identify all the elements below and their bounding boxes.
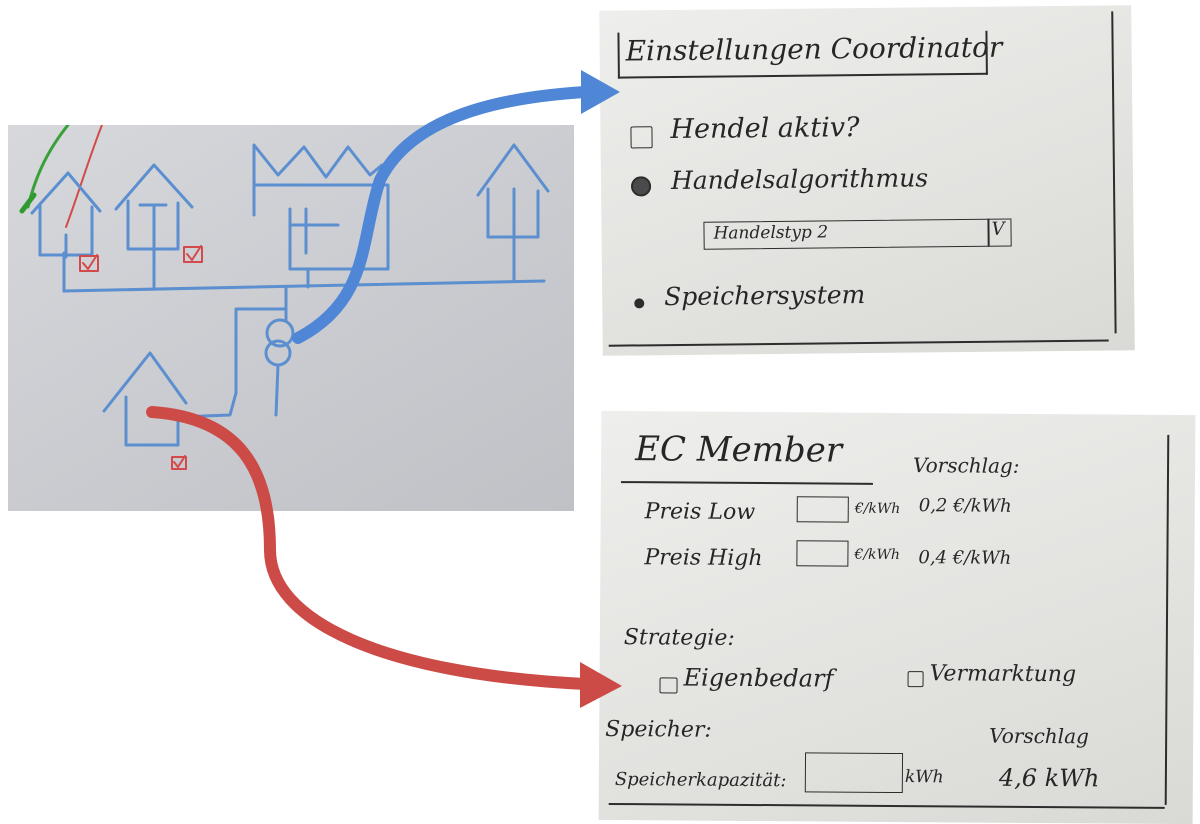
check-icon [183,246,203,263]
price-high-label: Preis High [644,545,763,572]
member-title-underline [620,481,873,485]
price-high-unit: €/kWh [854,546,901,564]
trade-active-checkbox[interactable] [630,126,653,149]
price-low-label: Preis Low [644,499,756,526]
price-low-suggestion: 0,2 €/kWh [918,495,1012,517]
price-high-input[interactable] [796,540,849,567]
marketing-checkbox[interactable] [907,671,924,688]
capacity-unit: kWh [904,767,944,788]
house-2-icon [114,163,194,253]
network-sketch-photo [8,125,574,511]
check-icon [79,255,99,272]
capacity-input[interactable] [804,752,904,794]
trade-active-label: Hendel aktiv? [670,112,860,146]
storage-system-radio[interactable] [634,298,645,309]
green-stroke-mark [19,192,37,214]
title-frame-right [985,30,988,75]
strategy-label: Strategie: [623,625,735,651]
select-divider [987,218,990,247]
marketing-label: Vermarktung [929,661,1077,688]
price-suggestion-header: Vorschlag: [912,453,1020,478]
price-low-input[interactable] [796,496,849,523]
price-low-unit: €/kWh [854,500,901,518]
storage-system-label: Speichersystem [664,280,866,312]
factory-icon [252,143,390,271]
sheet-frame-right [1111,11,1117,334]
own-use-label: Eigenbedarf [683,663,834,693]
red-stroke [65,125,103,228]
price-high-suggestion: 0,4 €/kWh [918,547,1012,569]
chevron-down-icon[interactable]: V [991,218,1005,240]
member-bottom-line [608,802,1165,809]
trade-algorithm-radio[interactable] [630,176,652,197]
sheet-frame-bottom [608,339,1109,347]
trade-algorithm-label: Handelsalgorithmus [670,163,929,196]
title-frame-bottom [617,72,988,79]
title-frame-left [617,32,620,79]
trade-type-value: Handelstyp 2 [713,222,829,244]
house-3-icon [102,351,238,447]
member-title: EC Member [635,429,843,471]
own-use-checkbox[interactable] [659,677,678,694]
ec-member-sheet: EC Member Vorschlag: Preis Low €/kWh 0,2… [598,410,1196,824]
coordinator-title: Einstellungen Coordinator [625,30,1003,68]
capacity-suggestion-header: Vorschlag [989,723,1089,749]
house-4-icon [476,143,550,267]
capacity-label: Speicherkapazität: [614,769,787,792]
coordinator-settings-sheet: Einstellungen Coordinator Hendel aktiv? … [599,5,1135,356]
member-frame-right [1164,434,1169,805]
capacity-suggestion: 4,6 kWh [998,763,1100,793]
grid-bus-line [62,279,546,293]
storage-label: Speicher: [605,716,712,743]
